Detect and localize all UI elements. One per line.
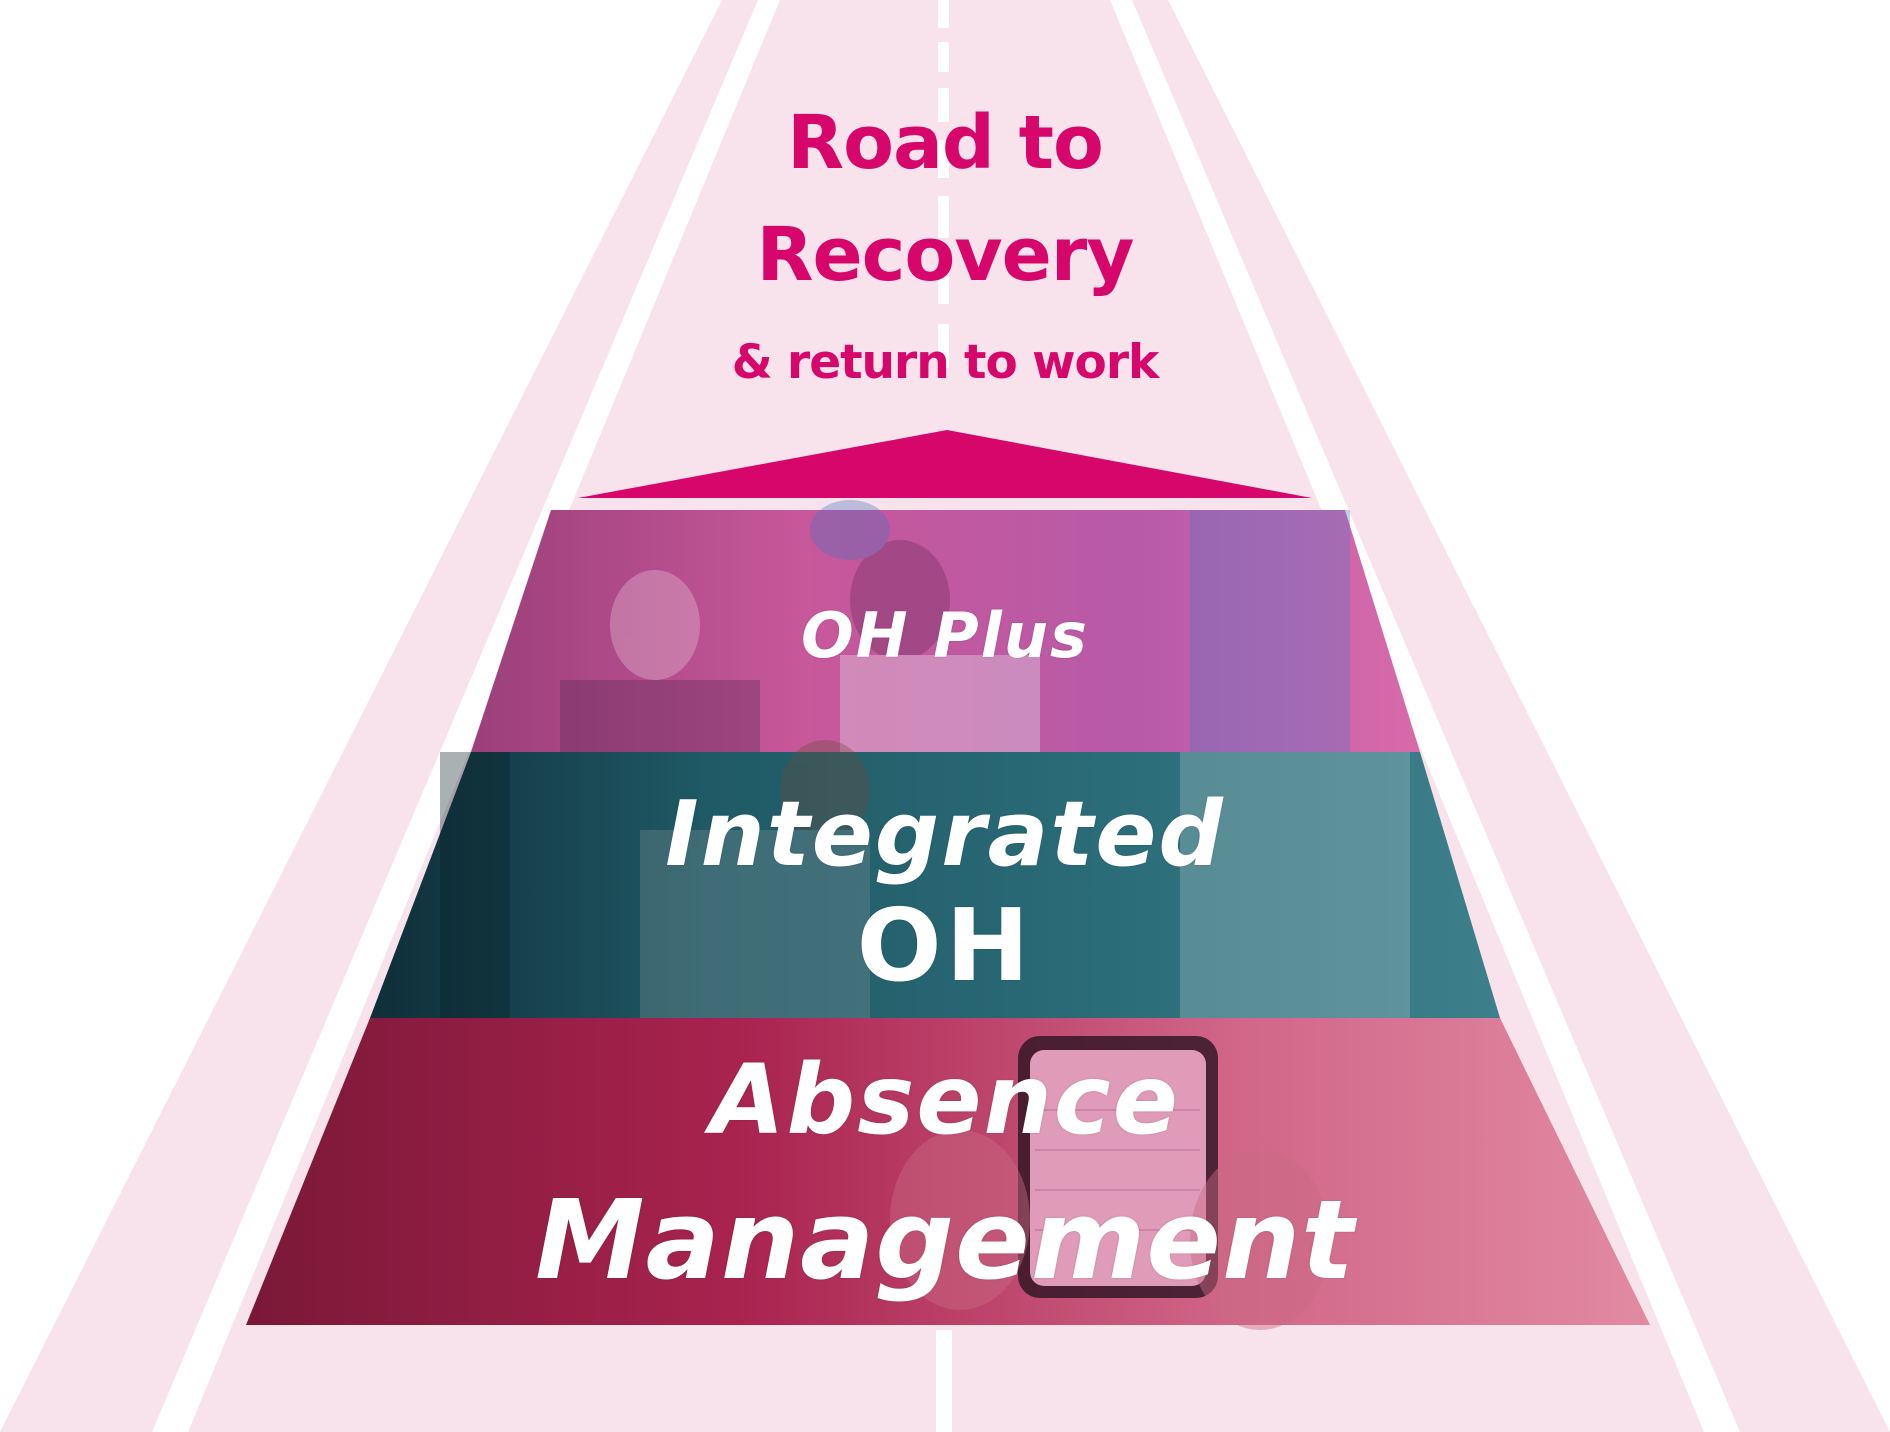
tier-label-oh-plus: OH Plus <box>801 599 1089 672</box>
center-line-bottom <box>936 1330 952 1432</box>
oh-plus-photo-shapes <box>560 500 1350 752</box>
road-edge-right <box>1110 0 1740 1432</box>
tier-integrated-oh-band <box>370 752 1500 1018</box>
road-edge-left <box>152 0 780 1432</box>
center-line-dashes <box>938 0 949 368</box>
subtitle: & return to work <box>731 335 1160 390</box>
tier-label-integrated: Integrated <box>665 782 1225 887</box>
tier-label-management: Management <box>535 1176 1355 1304</box>
tier-oh-plus-band <box>471 510 1420 752</box>
title-line-2: Recovery <box>756 212 1134 298</box>
integrated-oh-photo-shapes <box>440 740 1410 1018</box>
tier-absence-management-band <box>246 1018 1650 1325</box>
pointer-triangle-icon <box>578 430 1312 498</box>
absence-management-photo-shapes <box>890 1036 1330 1330</box>
tier-label-absence: Absence <box>710 1044 1180 1156</box>
tier-label-oh: OH <box>856 887 1034 1004</box>
title-line-1: Road to <box>787 100 1104 186</box>
